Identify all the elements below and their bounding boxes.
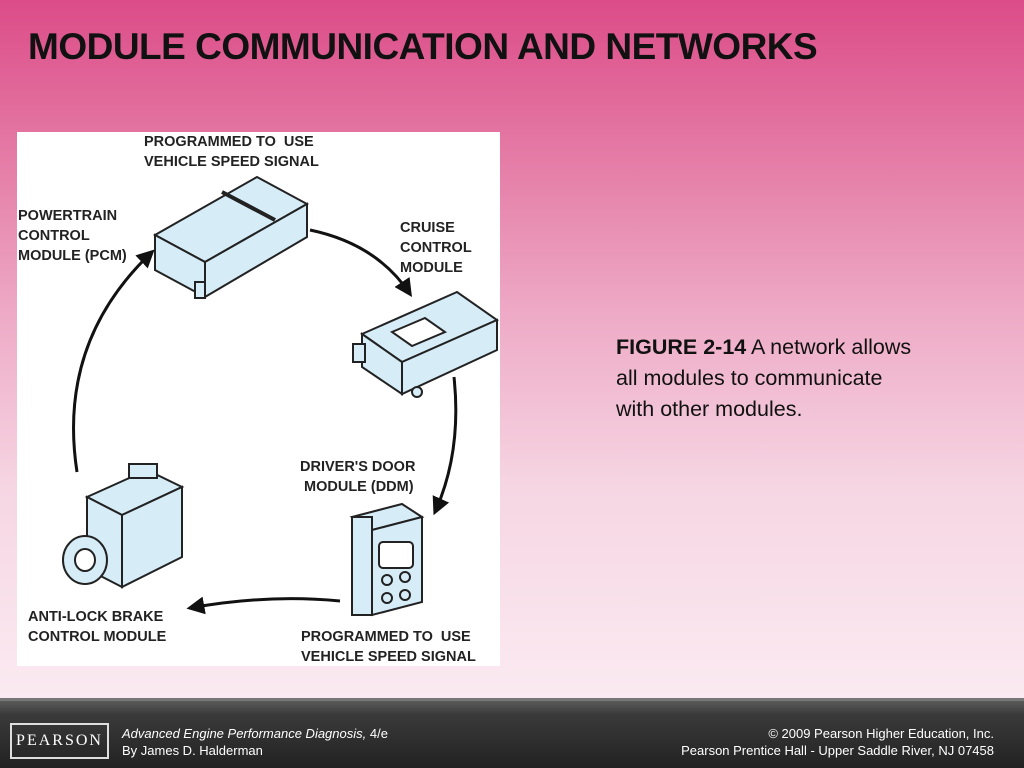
caption-text: A network allows all modules to communic…	[616, 335, 912, 421]
pearson-logo: PEARSON	[10, 723, 109, 759]
figure-caption: FIGURE 2-14 A network allows all modules…	[616, 332, 916, 425]
network-figure: PROGRAMMED TO USE VEHICLE SPEED SIGNAL P…	[17, 132, 500, 666]
book-author: By James D. Halderman	[122, 743, 263, 758]
footer-bar: PEARSON Advanced Engine Performance Diag…	[0, 698, 1024, 768]
slide-title: MODULE COMMUNICATION AND NETWORKS	[28, 26, 818, 67]
pcm-module-drawing	[152, 175, 310, 299]
label-abs: ANTI-LOCK BRAKE CONTROL MODULE	[28, 609, 167, 645]
slide-background: MODULE COMMUNICATION AND NETWORKS	[0, 0, 1024, 698]
footer-publisher-info: © 2009 Pearson Higher Education, Inc. Pe…	[681, 725, 994, 759]
copyright-text: © 2009 Pearson Higher Education, Inc.	[768, 726, 994, 741]
label-bottom-programmed: PROGRAMMED TO USE VEHICLE SPEED SIGNAL	[301, 629, 476, 665]
ddm-drawing	[349, 502, 425, 617]
abs-module-drawing	[62, 463, 185, 589]
cruise-module-drawing	[352, 290, 500, 398]
footer-book-info: Advanced Engine Performance Diagnosis, 4…	[122, 725, 388, 759]
network-diagram	[62, 175, 500, 617]
figure-number: FIGURE 2-14	[616, 335, 747, 359]
book-edition: 4/e	[366, 726, 388, 741]
label-ddm: DRIVER'S DOOR MODULE (DDM)	[300, 459, 416, 495]
label-top-programmed: PROGRAMMED TO USE VEHICLE SPEED SIGNAL	[144, 134, 319, 170]
arrow-abs-to-pcm	[72, 249, 155, 473]
label-pcm: POWERTRAIN CONTROL MODULE (PCM)	[18, 208, 127, 264]
arrow-pcm-to-cruise	[309, 228, 412, 298]
book-title: Advanced Engine Performance Diagnosis,	[122, 726, 367, 741]
publisher-text: Pearson Prentice Hall - Upper Saddle Riv…	[681, 743, 994, 758]
label-cruise-control: CRUISE CONTROL MODULE	[400, 220, 472, 276]
arrow-ddm-to-abs	[186, 596, 341, 615]
arrow-cruise-to-ddm	[432, 376, 458, 516]
